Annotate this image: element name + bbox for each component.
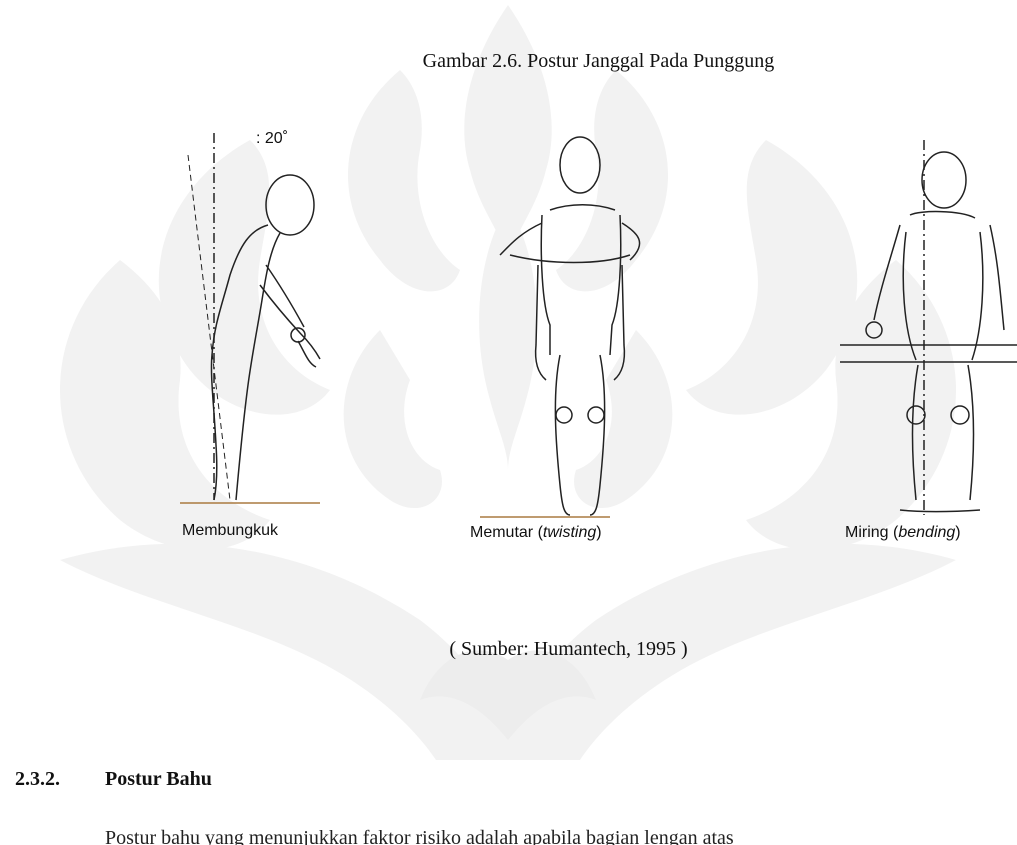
- twisting-posture-figure: [480, 115, 650, 525]
- figure-source: ( Sumber: Humantech, 1995 ): [0, 638, 1017, 661]
- bending-posture-figure: [840, 140, 1017, 520]
- caption-bending-term: bending: [898, 524, 955, 541]
- figure-title: Gambar 2.6. Postur Janggal Pada Punggung: [0, 50, 1017, 73]
- bowing-posture-figure: : 20˚: [170, 115, 370, 505]
- section-title: Postur Bahu: [105, 768, 212, 790]
- caption-bowing: Membungkuk: [182, 522, 278, 540]
- paragraph-line-cut: Postur bahu yang menunjukkan faktor risi…: [105, 815, 1017, 845]
- caption-bending-suffix: ): [955, 524, 960, 541]
- caption-bending: Miring (bending): [845, 524, 961, 542]
- section-number: 2.3.2.: [15, 768, 105, 791]
- caption-bending-prefix: Miring (: [845, 524, 898, 541]
- caption-twisting-prefix: Memutar (: [470, 524, 543, 541]
- caption-twisting-term: twisting: [543, 524, 596, 541]
- angle-label: : 20˚: [256, 130, 288, 147]
- section-heading: 2.3.2.Postur Bahu: [15, 768, 212, 791]
- paragraph-text: Postur bahu yang menunjukkan faktor risi…: [105, 827, 734, 845]
- caption-twisting: Memutar (twisting): [470, 524, 602, 542]
- caption-twisting-suffix: ): [596, 524, 601, 541]
